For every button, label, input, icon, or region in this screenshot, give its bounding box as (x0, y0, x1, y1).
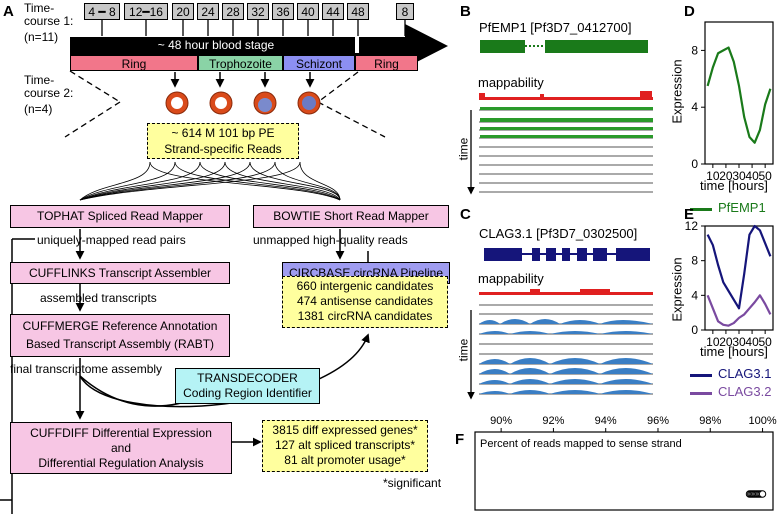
cuffdiff-box: CUFFDIFF Differential Expression and Dif… (10, 422, 232, 474)
significant-note: *significant (383, 476, 442, 490)
gene-b-title: PfEMP1 [Pf3D7_0412700] (479, 20, 632, 35)
timepoint-box: 44 (322, 3, 344, 20)
assembled-label: assembled transcripts (40, 291, 157, 305)
candidates-line2: 474 antisense candidates (296, 294, 434, 308)
transdecoder-box: TRANSDECODER Coding Region Identifier (175, 368, 320, 404)
tophat-box: TOPHAT Spliced Read Mapper (10, 205, 230, 228)
transdecoder-line1: TRANSDECODER (197, 371, 298, 385)
cuffmerge-line1: CUFFMERGE Reference Annotation (22, 319, 218, 333)
stage-trophozoite: Trophozoite (198, 55, 283, 71)
legend-label-clag31: CLAG3.1 (718, 366, 772, 381)
timepoint-box: 48 (347, 3, 369, 20)
time-label-c: time (456, 338, 471, 362)
panel-label-c: C (460, 206, 471, 223)
cuffdiff-line3: Differential Regulation Analysis (38, 456, 204, 470)
bowtie-box: BOWTIE Short Read Mapper (253, 205, 449, 228)
candidates-box: 660 intergenic candidates 474 antisense … (282, 276, 448, 328)
panel-label-a: A (3, 3, 14, 20)
candidates-line1: 660 intergenic candidates (296, 279, 434, 293)
reads-box: ~ 614 M 101 bp PE Strand-specific Reads (147, 123, 299, 159)
uniquely-label: uniquely-mapped read pairs (37, 233, 186, 247)
timepoint-box: 28 (222, 3, 244, 20)
timecourse1-n: (n=11) (24, 30, 59, 44)
time-label-b: time (456, 137, 471, 161)
legend-swatch-pfemp1 (690, 208, 712, 211)
timepoint-box: 8 (396, 3, 414, 20)
timepoint-box: 20 (172, 3, 194, 20)
chart-d-xlabel: time [hours] (700, 178, 768, 193)
results-box: 3815 diff expressed genes* 127 alt splic… (262, 420, 428, 472)
stage-schizont: Schizont (283, 55, 355, 71)
timecourse2-label-line2: course 2: (24, 86, 74, 100)
mappability-label-b: mappability (478, 75, 544, 90)
cufflinks-box: CUFFLINKS Transcript Assembler (10, 262, 230, 284)
timepoint-box: 24 (197, 3, 219, 20)
timecourse2-label-line1: Time- (24, 73, 55, 87)
blood-stage-label: ~ 48 hour blood stage (157, 38, 275, 52)
timecourse2-label: Time- course 2: (n=4) (24, 74, 73, 116)
cuffmerge-line2: Based Transcript Assembly (RABT) (25, 337, 215, 351)
chart-d-ylabel: Expression (669, 59, 685, 124)
timepoint-box: 40 (297, 3, 319, 20)
cuffmerge-box: CUFFMERGE Reference Annotation Based Tra… (10, 314, 230, 357)
chart-e-ylabel: Expression (669, 257, 685, 322)
chart-e-xlabel: time [hours] (700, 344, 768, 359)
candidates-line3: 1381 circRNA candidates (297, 309, 433, 323)
timecourse2-n: (n=4) (24, 102, 53, 116)
results-line3: 81 alt promoter usage* (284, 453, 406, 467)
panel-label-b: B (460, 3, 471, 20)
legend-label-pfemp1: PfEMP1 (718, 200, 766, 215)
chart-f-title: Percent of reads mapped to sense strand (480, 438, 682, 450)
final-assembly-label: final transcriptome assembly (10, 362, 163, 376)
panel-label-e: E (684, 206, 695, 223)
reads-line2: Strand-specific Reads (164, 142, 282, 156)
panel-label-f: F (455, 431, 465, 448)
legend-label-clag32: CLAG3.2 (718, 384, 772, 399)
timepoint-box: 32 (247, 3, 269, 20)
timecourse1-label-line2: course 1: (24, 14, 74, 28)
timepoint-box: 12━16 (124, 3, 168, 20)
timecourse1-label-line1: Time- (24, 1, 55, 15)
results-line2: 127 alt spliced transcripts* (274, 438, 416, 452)
cuffdiff-line1: CUFFDIFF Differential Expression (30, 426, 212, 440)
stage-ring-1: Ring (70, 55, 198, 71)
timepoint-box: 36 (272, 3, 294, 20)
unmapped-label: unmapped high-quality reads (253, 233, 408, 247)
stage-ring-2: Ring (355, 55, 418, 71)
panel-label-d: D (684, 3, 695, 20)
gene-c-title: CLAG3.1 [Pf3D7_0302500] (479, 226, 638, 241)
mappability-label-c: mappability (478, 271, 544, 286)
transdecoder-line2: Coding Region Identifier (183, 386, 312, 400)
timepoint-box: 4 ━ 8 (84, 3, 120, 20)
reads-line1: ~ 614 M 101 bp PE (171, 126, 275, 140)
legend-swatch-clag31 (690, 374, 712, 377)
cuffdiff-line2: and (110, 441, 132, 455)
blood-stage-arrow (70, 24, 448, 68)
legend-swatch-clag32 (690, 392, 712, 395)
timecourse1-label: Time- course 1: (n=11) (24, 2, 73, 44)
results-line1: 3815 diff expressed genes* (272, 423, 418, 437)
